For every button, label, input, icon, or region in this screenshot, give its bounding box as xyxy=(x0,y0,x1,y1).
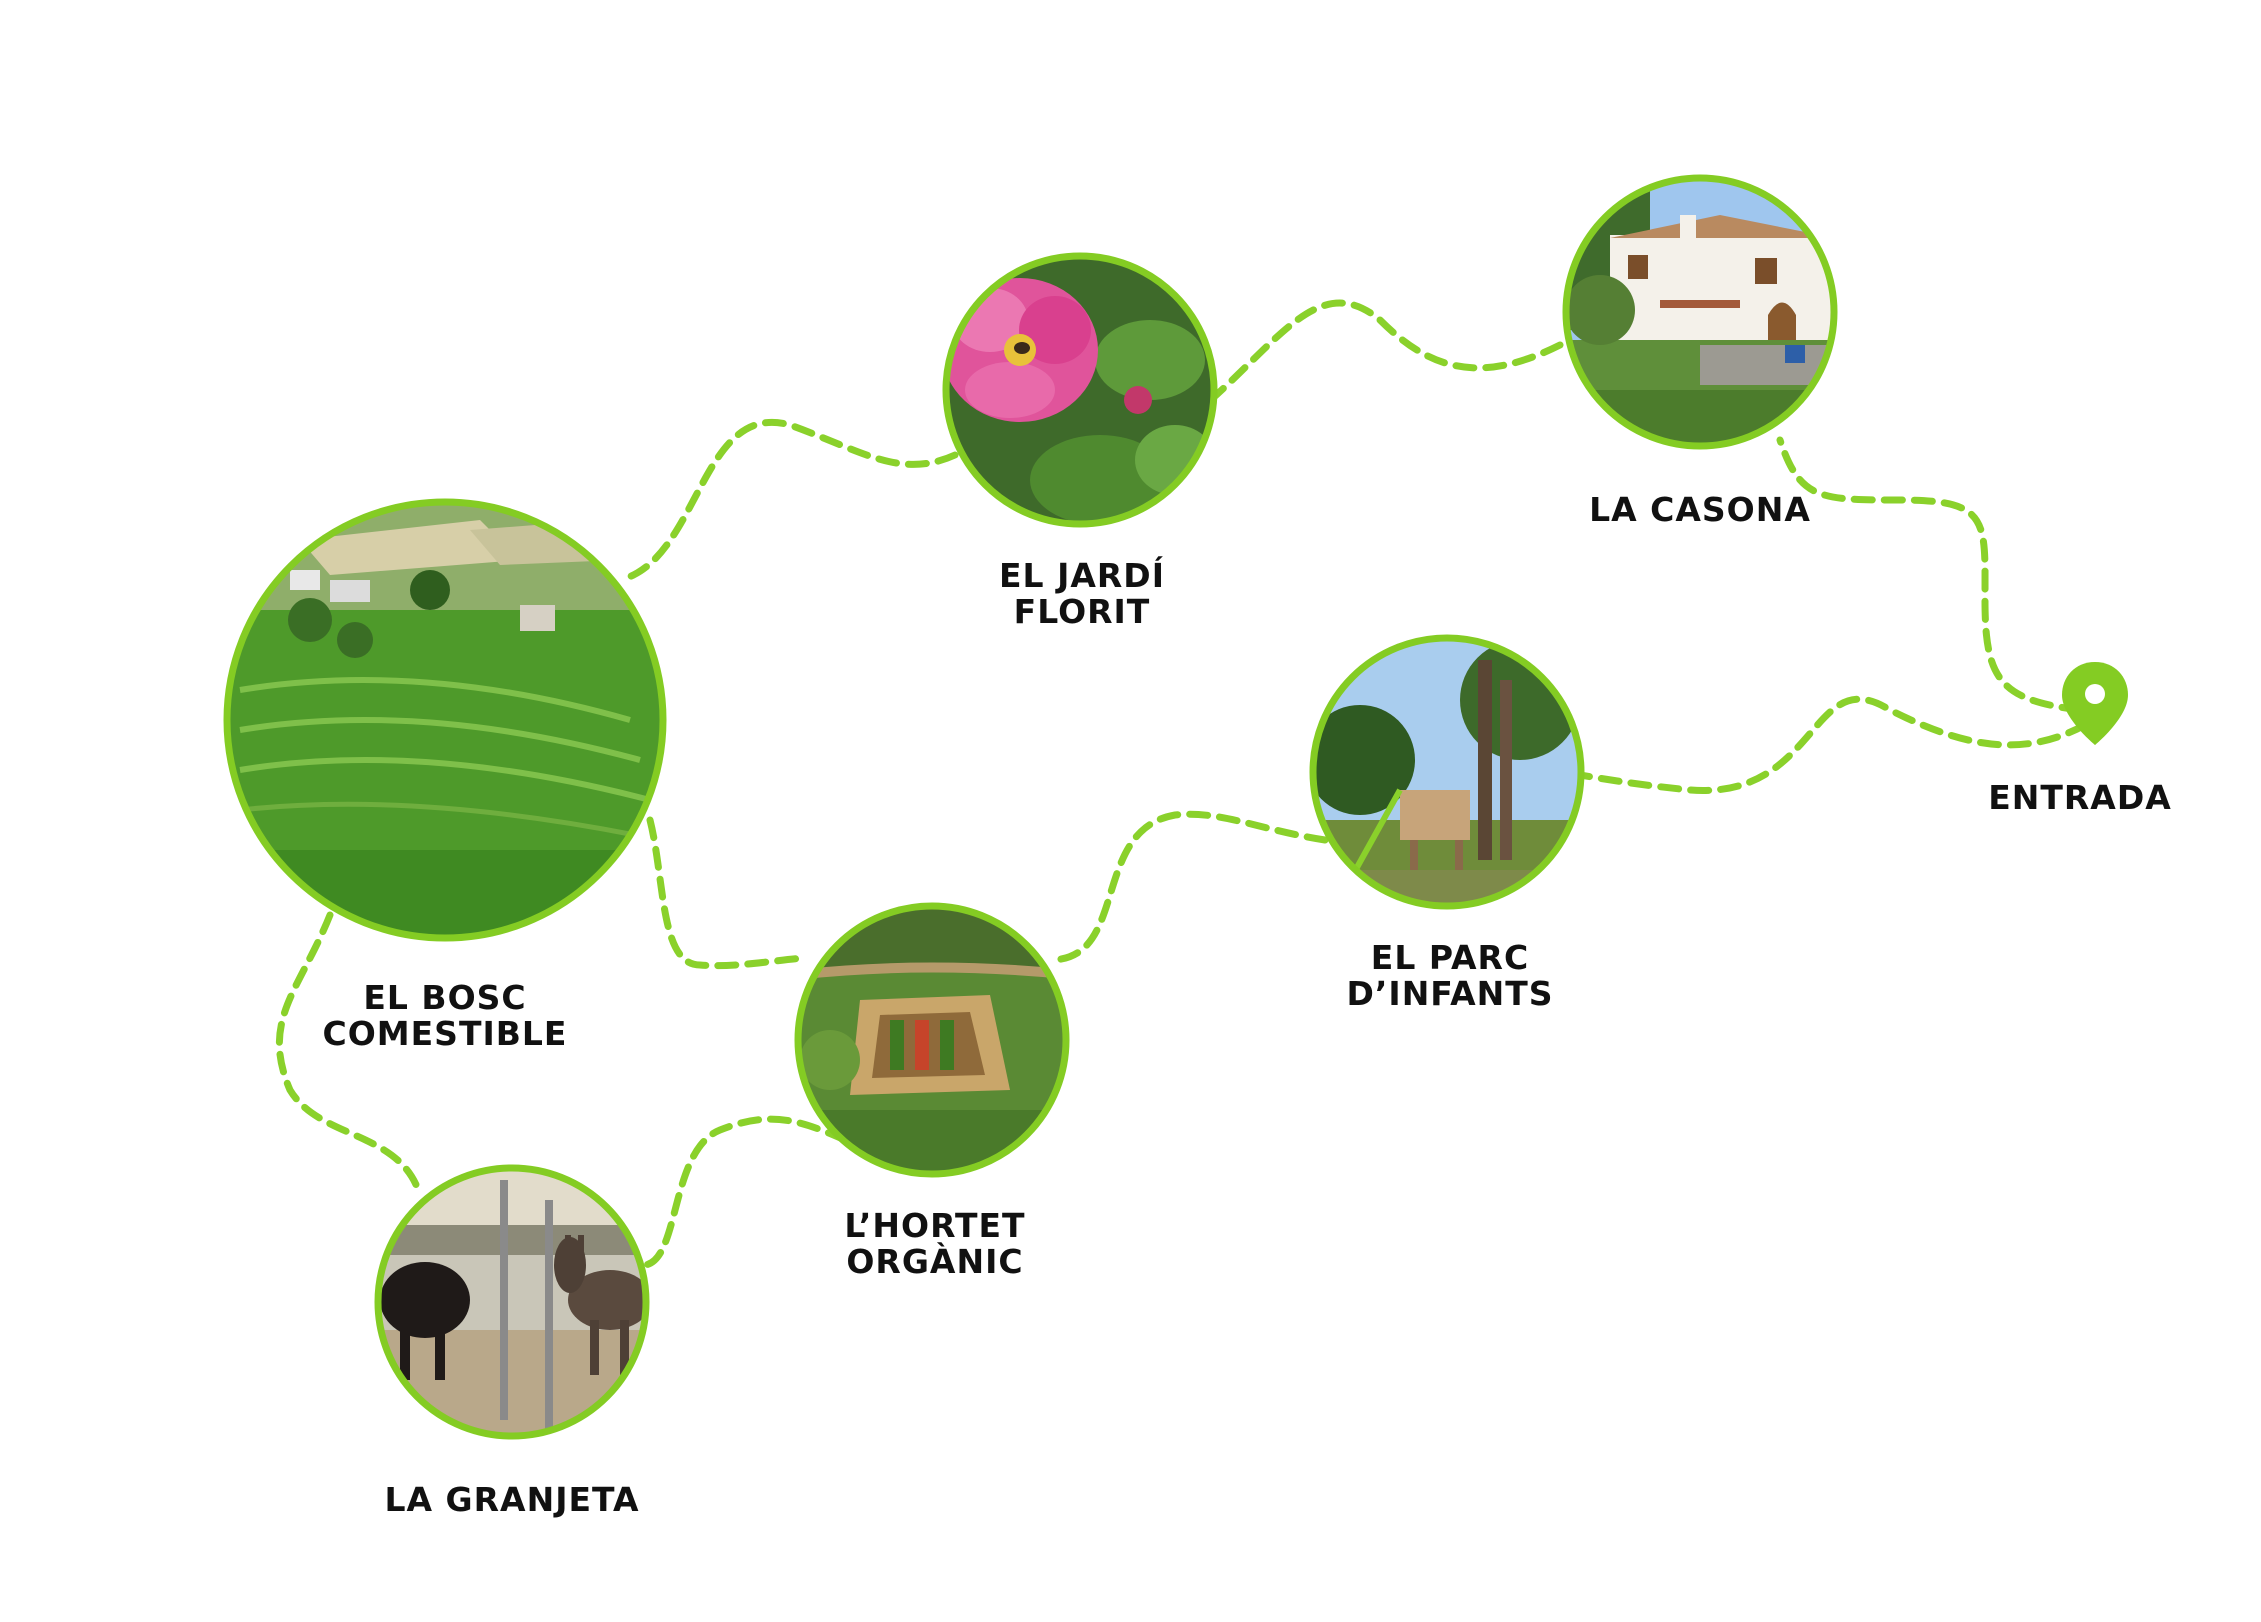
stop-label-bosc: EL BOSC COMESTIBLE xyxy=(323,980,568,1052)
stop-label-line: LA CASONA xyxy=(1589,490,1811,529)
vegetable-garden-photo-icon xyxy=(798,906,1066,1174)
stop-label-granjeta: LA GRANJETA xyxy=(384,1482,639,1518)
stop-label-line: COMESTIBLE xyxy=(322,1014,568,1053)
stop-label-casona: LA CASONA xyxy=(1589,492,1811,528)
stop-label-line: LA GRANJETA xyxy=(384,1480,640,1519)
entrance-label: ENTRADA xyxy=(1988,780,2172,816)
route-segment-entrada-casona xyxy=(1776,436,2084,714)
route-segment-bosc-granjeta xyxy=(275,911,424,1199)
stop-photo-granjeta[interactable] xyxy=(374,1164,655,1450)
rose-photo-icon xyxy=(946,256,1214,524)
stop-label-line: EL JARDÍ xyxy=(999,556,1165,595)
entrance-label-text: ENTRADA xyxy=(1988,778,2172,817)
stop-label-hortet: L’HORTET ORGÀNIC xyxy=(844,1208,1025,1280)
stop-label-line: EL PARC xyxy=(1370,938,1530,977)
terraced-field-photo-icon xyxy=(227,502,663,938)
stop-label-line: FLORIT xyxy=(1013,592,1151,631)
stop-photo-bosc[interactable] xyxy=(223,498,667,950)
stop-photo-parc[interactable] xyxy=(1305,634,1590,920)
route-segment-entrada-parc xyxy=(1576,695,2089,794)
stop-label-line: L’HORTET xyxy=(844,1206,1026,1245)
dashed-route xyxy=(275,299,2089,1269)
stop-photo-hortet[interactable] xyxy=(794,900,1075,1190)
route-segment-hortet-granjeta xyxy=(641,1115,849,1269)
stop-label-line: EL BOSC xyxy=(363,978,527,1017)
stop-label-parc: EL PARC D’INFANTS xyxy=(1346,940,1553,1012)
route-segment-bosc-hortet xyxy=(646,816,809,970)
map-pin-icon[interactable] xyxy=(2062,662,2128,745)
route-segment-parc-hortet xyxy=(1046,810,1329,964)
stop-photo-casona[interactable] xyxy=(1560,170,1850,460)
house-photo-icon xyxy=(1566,178,1834,446)
stop-label-jardi: EL JARDÍ FLORIT xyxy=(999,558,1165,630)
route-segment-casona-jardi xyxy=(1201,299,1564,409)
stop-label-line: ORGÀNIC xyxy=(846,1242,1024,1281)
stop-label-line: D’INFANTS xyxy=(1346,974,1554,1013)
route-segment-jardi-bosc xyxy=(616,419,959,584)
stop-photo-jardi[interactable] xyxy=(940,250,1230,540)
